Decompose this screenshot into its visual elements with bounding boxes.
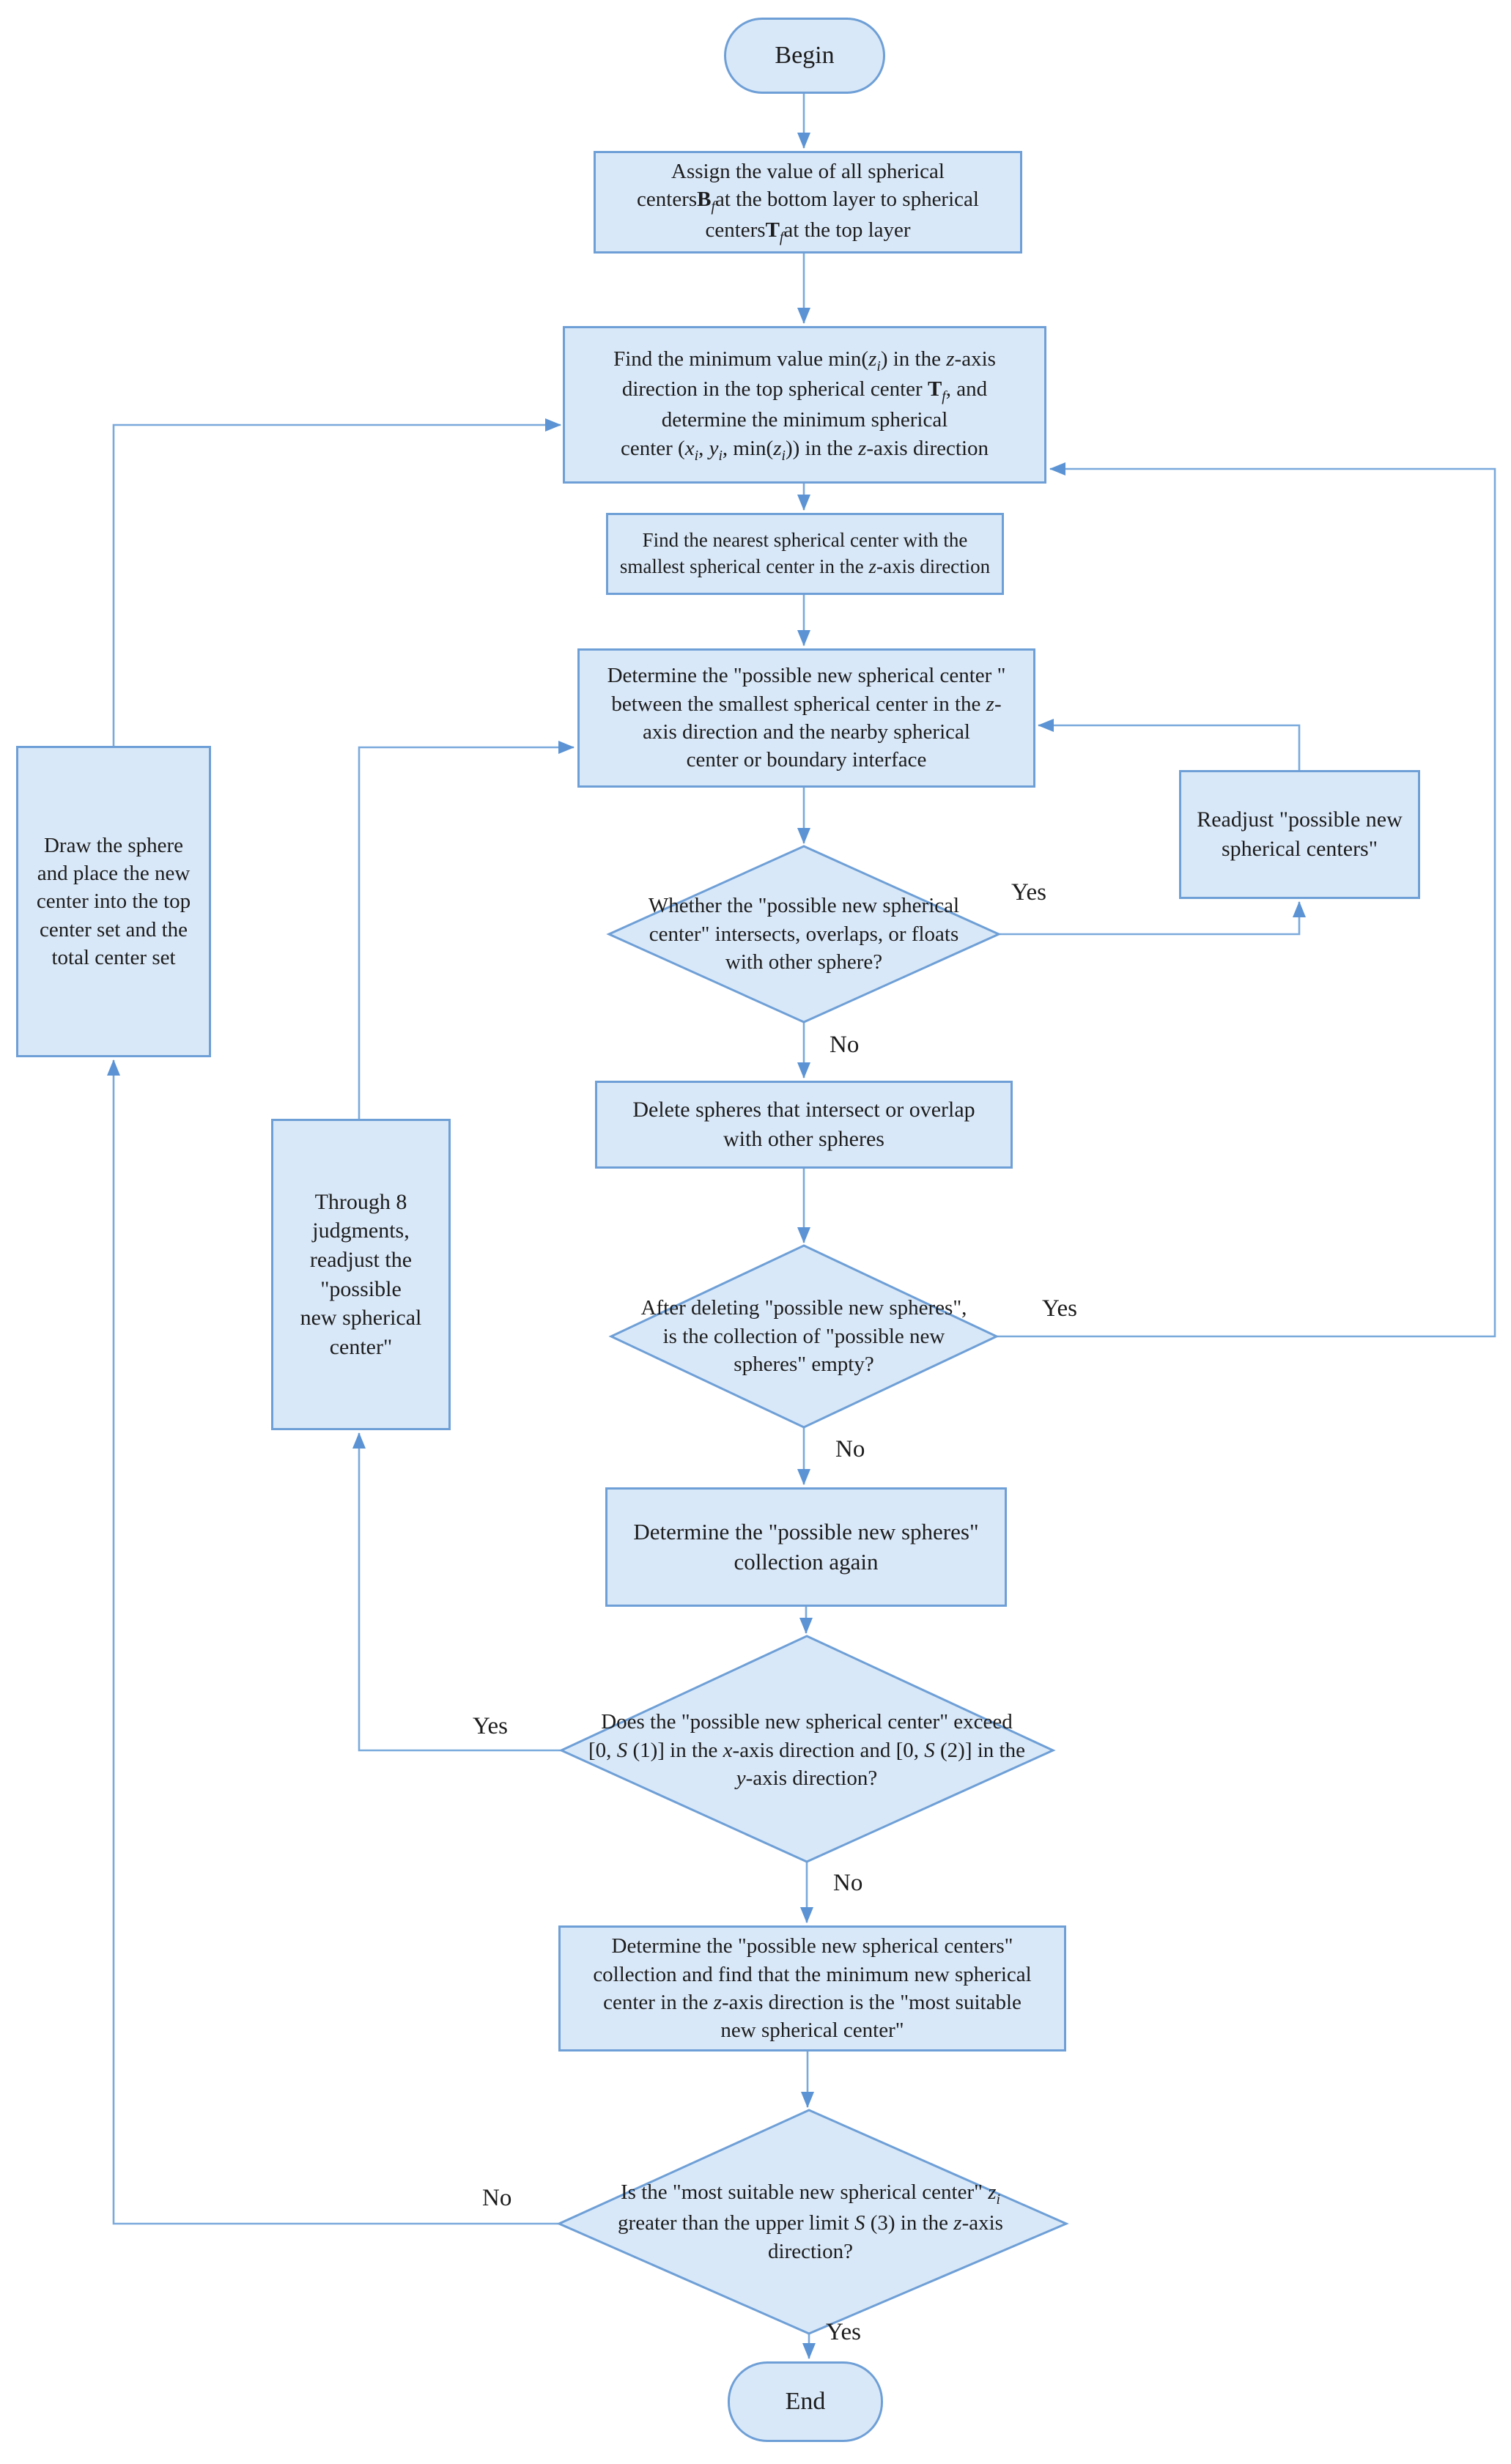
label-yes-exceed: Yes	[473, 1713, 509, 1739]
edge-whether-yes-readjust	[999, 901, 1306, 936]
end-terminal: End	[728, 2361, 883, 2442]
label-yes-afterdeleting: Yes	[1042, 1295, 1078, 1322]
edge-readjust-determine	[1038, 719, 1301, 770]
edge-through8-determine	[358, 741, 575, 1119]
process-determine-possible-center: Determine the "possible new spherical ce…	[577, 648, 1035, 788]
decision-after-deleting-label: After deleting "possible new spheres", i…	[640, 1295, 967, 1377]
label-yes-whether: Yes	[1011, 879, 1047, 906]
process-most-suitable-center: Determine the "possible new spherical ce…	[558, 1925, 1066, 2052]
process-assign-bottom-to-top: Assign the value of all spherical center…	[594, 151, 1022, 254]
process-readjust-centers: Readjust "possible new spherical centers…	[1179, 770, 1420, 899]
edge-greater-no-drawsphere	[107, 1059, 559, 2225]
diamond-whether-intersect	[606, 845, 1002, 1024]
label-no-exceed: No	[833, 1870, 863, 1896]
process-find-minimum-z: Find the minimum value min(zi) in the z-…	[563, 326, 1046, 484]
label-yes-greater: Yes	[826, 2319, 862, 2345]
diamond-exceed-bounds	[558, 1635, 1056, 1863]
process-draw-sphere: Draw the sphere and place the new center…	[16, 746, 211, 1057]
decision-exceed-bounds-label: Does the "possible new spherical center"…	[588, 1709, 1025, 1791]
begin-terminal: Begin	[724, 18, 885, 94]
label-no-afterdeleting: No	[835, 1436, 865, 1462]
diamond-after-deleting	[608, 1244, 1000, 1429]
label-no-greater: No	[482, 2185, 512, 2211]
process-find-nearest-center: Find the nearest spherical center with t…	[606, 513, 1004, 595]
process-through-8-judgments: Through 8 judgments, readjust the "possi…	[271, 1119, 451, 1430]
process-delete-spheres: Delete spheres that intersect or overlap…	[595, 1081, 1013, 1169]
diamond-greater-limit	[556, 2109, 1069, 2335]
edge-drawsphere-findmin	[112, 418, 561, 746]
process-determine-again: Determine the "possible new spheres" col…	[605, 1487, 1007, 1607]
decision-greater-limit-label: Is the "most suitable new spherical cent…	[618, 2180, 1003, 2263]
edge-afterdeleting-yes-findmin	[997, 462, 1496, 1338]
decision-whether-intersect-label: Whether the "possible new spherical cent…	[648, 893, 960, 974]
label-no-whether: No	[830, 1032, 860, 1058]
edge-exceed-yes-through8	[352, 1432, 561, 1752]
